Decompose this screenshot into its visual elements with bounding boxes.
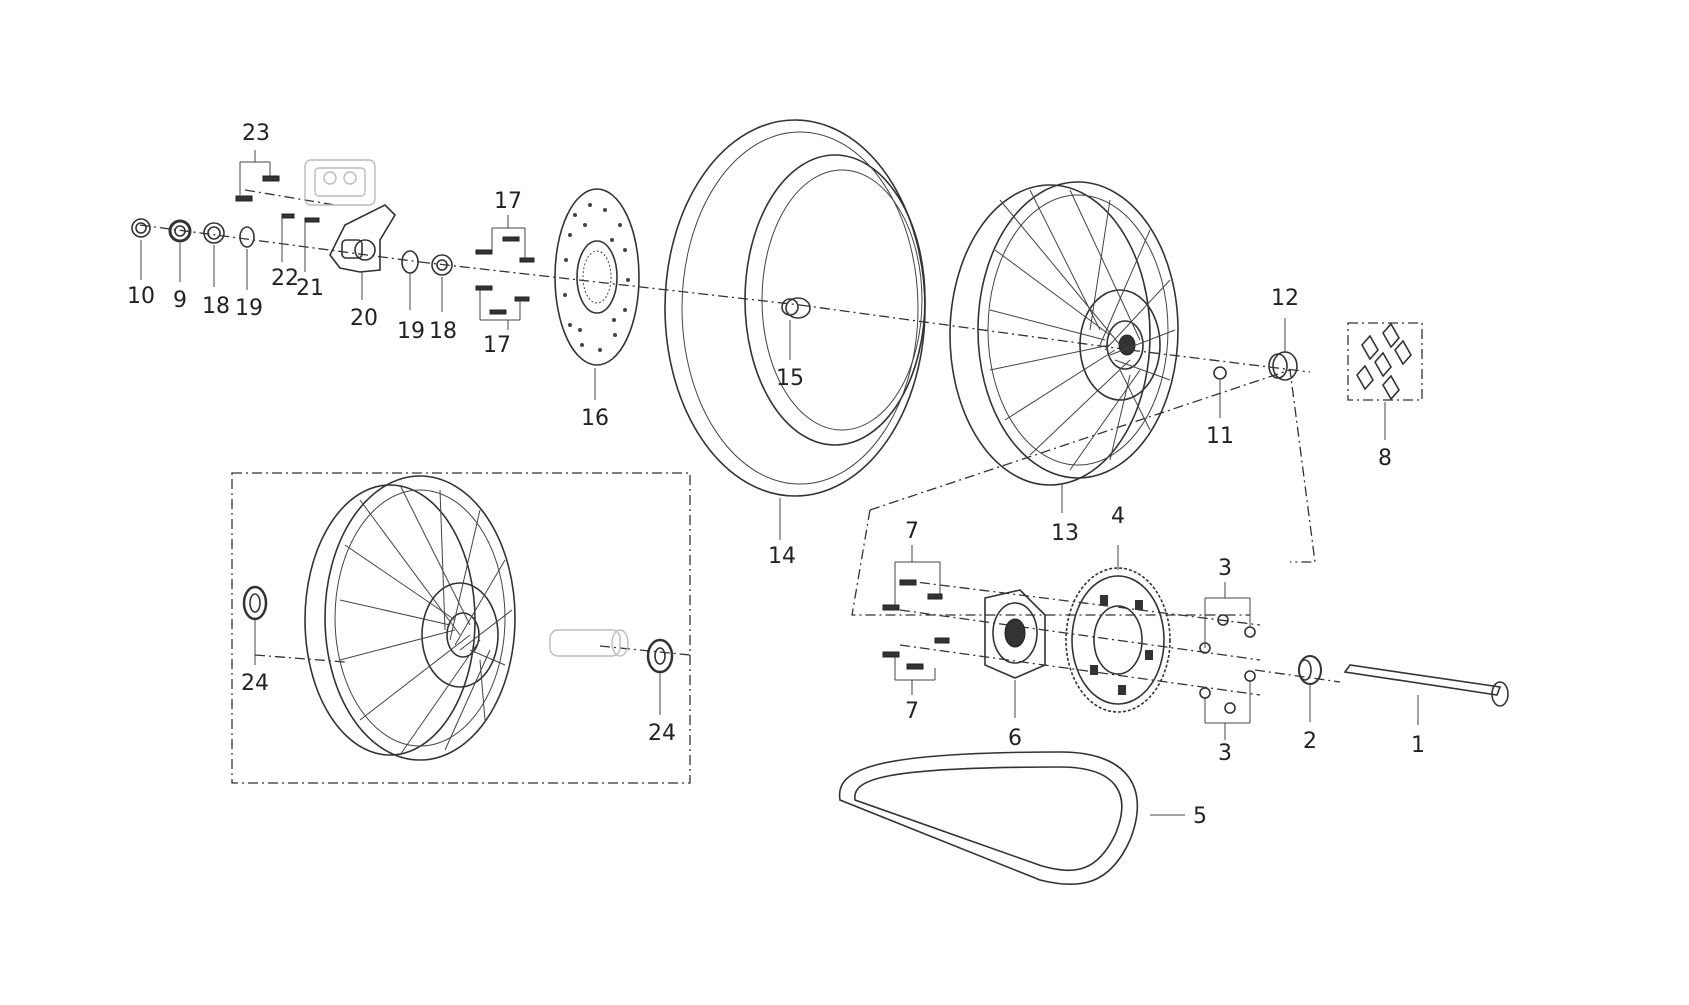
label-7-bottom: 7 bbox=[905, 699, 919, 724]
hub-nut-part-11 bbox=[1213, 366, 1227, 380]
leader-lines bbox=[140, 218, 1419, 816]
axle-sleeve-ghost bbox=[549, 629, 629, 657]
bearing-part-24-right bbox=[646, 638, 674, 674]
label-4: 4 bbox=[1111, 504, 1125, 529]
callout-brackets-3 bbox=[1204, 582, 1251, 740]
sprocket-bolts-part-7 bbox=[882, 579, 950, 670]
label-19-left: 19 bbox=[235, 296, 263, 321]
bearing-part-24-left bbox=[242, 585, 268, 621]
caliper-bolts bbox=[235, 175, 320, 223]
callout-brackets-17 bbox=[479, 215, 526, 330]
label-17-top: 17 bbox=[494, 189, 522, 214]
label-5: 5 bbox=[1193, 804, 1207, 829]
label-18-right: 18 bbox=[429, 319, 457, 344]
label-8: 8 bbox=[1378, 446, 1392, 471]
label-17-bottom: 17 bbox=[483, 333, 511, 358]
label-24-left: 24 bbox=[241, 671, 269, 696]
spacer-part-15 bbox=[781, 297, 811, 319]
brake-caliper-outline bbox=[304, 159, 376, 206]
label-14: 14 bbox=[768, 544, 796, 569]
label-11: 11 bbox=[1206, 424, 1234, 449]
disc-bolts-part-17 bbox=[475, 236, 535, 315]
sprocket-part-4 bbox=[1065, 567, 1171, 713]
label-15: 15 bbox=[776, 366, 804, 391]
label-7-top: 7 bbox=[905, 519, 919, 544]
alignment-lines bbox=[139, 189, 1341, 696]
sprocket-carrier-part-6 bbox=[984, 589, 1046, 679]
label-20: 20 bbox=[350, 306, 378, 331]
label-19-right: 19 bbox=[397, 319, 425, 344]
part-labels: 1 2 3 3 4 5 6 7 7 8 9 10 11 12 13 14 15 … bbox=[127, 121, 1425, 829]
sprocket-nuts-part-3 bbox=[1199, 614, 1256, 714]
spoked-wheel-part-13 bbox=[949, 181, 1179, 486]
label-18-left: 18 bbox=[202, 294, 230, 319]
alternate-wheel-group-box bbox=[231, 472, 691, 784]
spacer-part-12 bbox=[1268, 351, 1298, 381]
drive-belt-part-5 bbox=[838, 751, 1139, 886]
part-8-plates bbox=[1356, 322, 1412, 401]
alternate-spoked-wheel bbox=[304, 475, 516, 761]
label-3-top: 3 bbox=[1218, 556, 1232, 581]
part-8-group-box bbox=[1347, 322, 1423, 401]
brake-disc-part-16 bbox=[554, 188, 640, 366]
caliper-bracket-part-20 bbox=[329, 204, 397, 273]
callout-bracket-23 bbox=[239, 150, 271, 195]
label-6: 6 bbox=[1008, 726, 1022, 751]
label-23: 23 bbox=[242, 121, 270, 146]
label-10: 10 bbox=[127, 284, 155, 309]
label-24-right: 24 bbox=[648, 721, 676, 746]
label-13: 13 bbox=[1051, 521, 1079, 546]
label-9: 9 bbox=[173, 288, 187, 313]
axle-left-parts bbox=[131, 218, 453, 276]
label-22: 22 bbox=[271, 266, 299, 291]
label-1: 1 bbox=[1411, 733, 1425, 758]
sprocket-group-box bbox=[869, 369, 1316, 563]
spacer-part-2 bbox=[1298, 655, 1322, 685]
label-3-bottom: 3 bbox=[1218, 741, 1232, 766]
callout-brackets-7 bbox=[894, 545, 941, 695]
label-12: 12 bbox=[1271, 286, 1299, 311]
tyre-part-14 bbox=[664, 119, 926, 497]
axle-part-1 bbox=[1343, 664, 1509, 707]
label-2: 2 bbox=[1303, 729, 1317, 754]
label-16: 16 bbox=[581, 406, 609, 431]
label-21: 21 bbox=[296, 276, 324, 301]
